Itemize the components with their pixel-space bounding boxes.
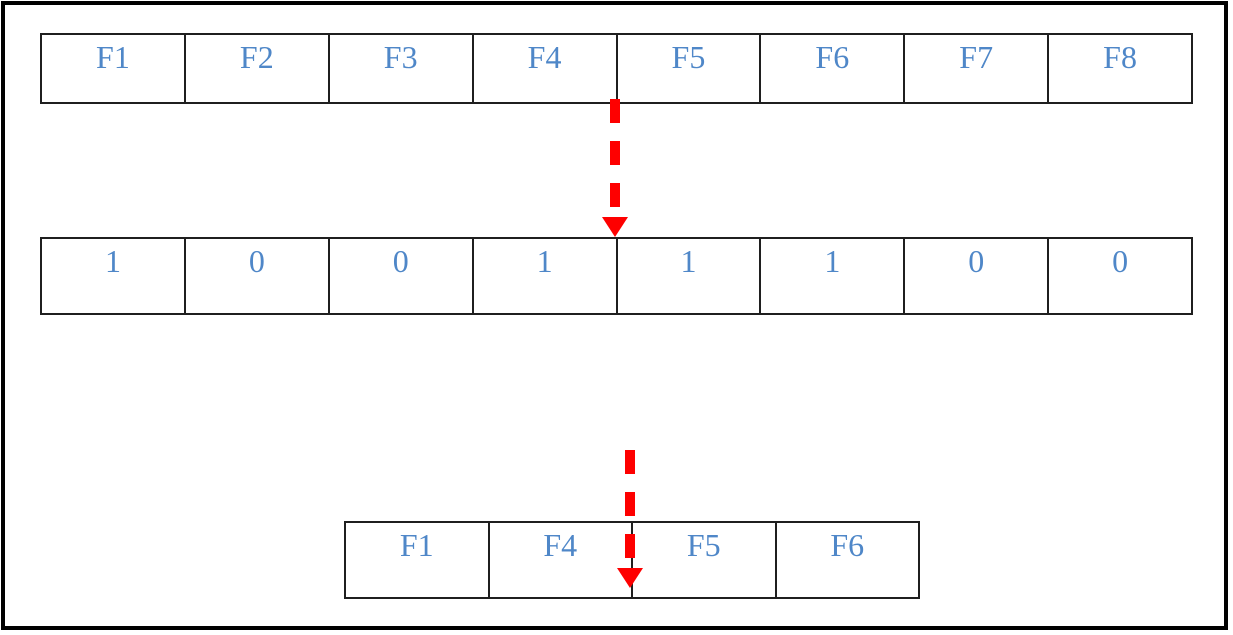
feature-cell-f7: F7 xyxy=(905,35,1050,102)
mask-cell-3: 0 xyxy=(330,239,474,313)
feature-table: F1 F2 F3 F4 F5 F6 F7 F8 xyxy=(40,33,1193,104)
mask-mapping-arrow-dashed-line xyxy=(610,99,620,217)
feature-cell-f3: F3 xyxy=(330,35,474,102)
selected-cell-f1: F1 xyxy=(346,523,490,597)
mask-cell-8: 0 xyxy=(1112,243,1129,279)
mask-cell-4: 1 xyxy=(474,239,618,313)
mask-cell-1: 1 xyxy=(42,239,186,313)
mask-cell-2: 0 xyxy=(186,239,330,313)
mask-cell-7: 0 xyxy=(905,239,1050,313)
feature-cell-f8: F8 xyxy=(1103,39,1137,75)
selected-cell-f6: F6 xyxy=(830,527,865,563)
feature-cell-f6: F6 xyxy=(761,35,906,102)
binary-mask-table: 1 0 0 1 1 1 0 0 xyxy=(40,237,1193,315)
mask-mapping-arrow-head-icon xyxy=(602,217,628,237)
selection-mapping-arrow-dashed-line xyxy=(625,450,635,570)
feature-cell-f1: F1 xyxy=(42,35,186,102)
feature-cell-f5: F5 xyxy=(618,35,762,102)
selected-cell-f5: F5 xyxy=(633,523,777,597)
mask-cell-5: 1 xyxy=(618,239,762,313)
selected-cell-f4: F4 xyxy=(490,523,633,597)
feature-cell-f4: F4 xyxy=(474,35,618,102)
selection-mapping-arrow-head-icon xyxy=(617,568,643,588)
mask-cell-6: 1 xyxy=(761,239,906,313)
feature-cell-f2: F2 xyxy=(186,35,330,102)
